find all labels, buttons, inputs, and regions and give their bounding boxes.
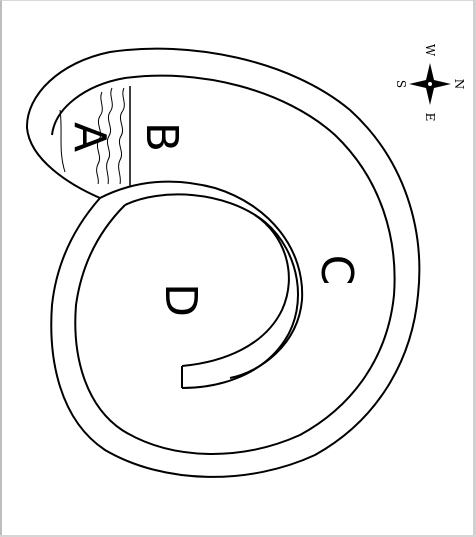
zone-label-d: D (155, 283, 206, 317)
compass-rose: N S E W (394, 44, 466, 122)
zone-label-a: A (64, 122, 115, 152)
zone-label-c: C (311, 255, 362, 286)
compass-west: W (423, 44, 437, 57)
compass-north: N (452, 79, 466, 90)
inner-coil-inner (100, 182, 302, 378)
compass-south: S (394, 80, 408, 88)
zone-label-b: B (136, 122, 187, 152)
wavy-line-3 (119, 88, 125, 184)
compass-east: E (423, 113, 437, 122)
